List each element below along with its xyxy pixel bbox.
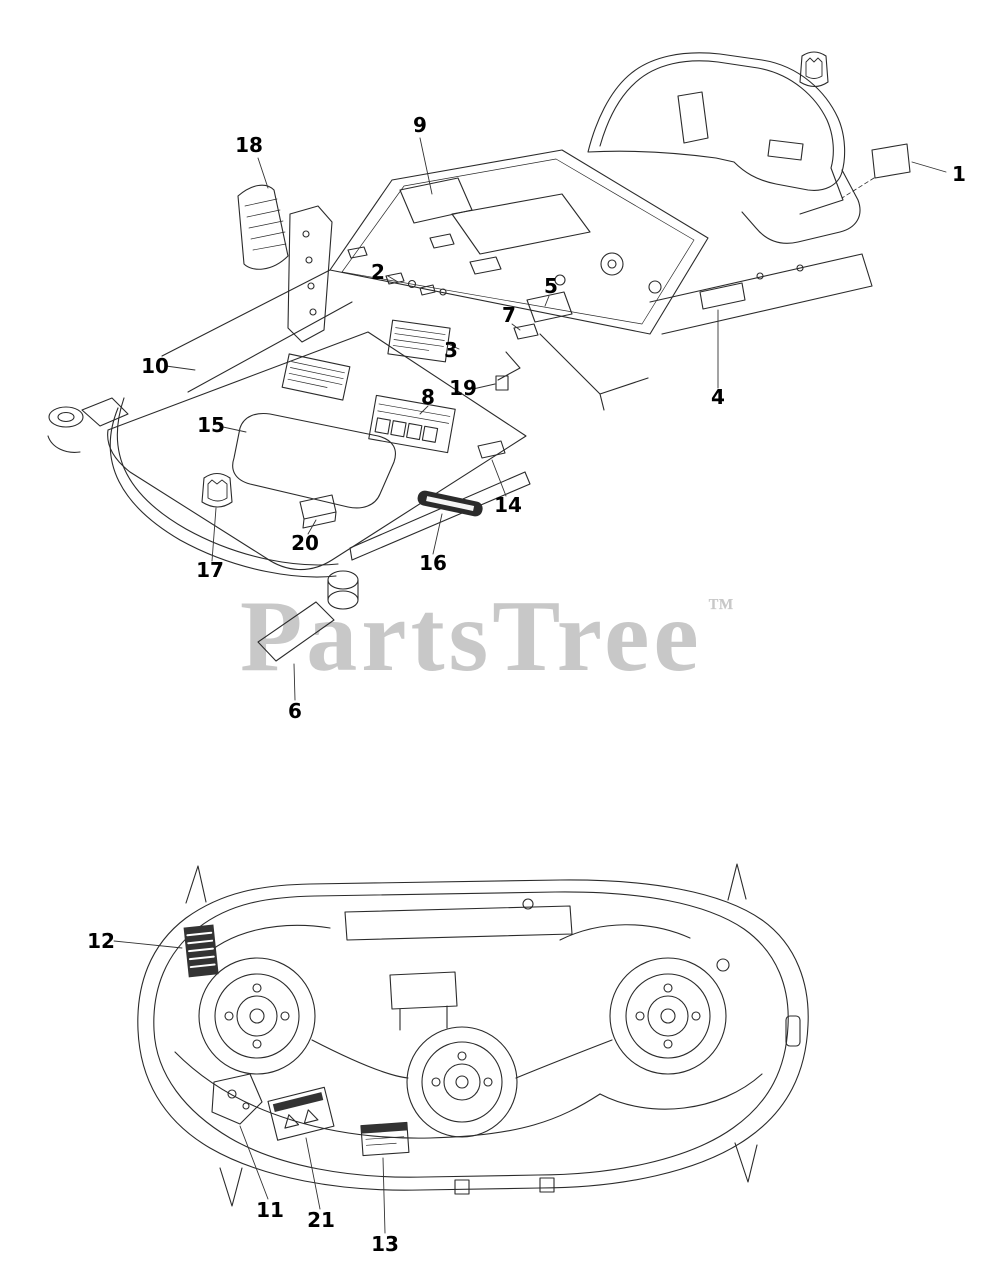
husqvarna-crown-front-icon xyxy=(201,472,233,508)
mower-deck-drawing xyxy=(137,863,809,1207)
callout-9: 9 xyxy=(413,113,427,137)
callout-12: 12 xyxy=(87,929,115,953)
decal-13 xyxy=(360,1121,410,1157)
callout-16: 16 xyxy=(419,551,447,575)
decal-6 xyxy=(257,601,335,662)
callout-2: 2 xyxy=(371,260,385,284)
callout-14: 14 xyxy=(494,493,522,517)
callout-3: 3 xyxy=(444,338,458,362)
footrest-opening xyxy=(232,412,396,509)
callout-17: 17 xyxy=(196,558,224,582)
callout-6: 6 xyxy=(288,699,302,723)
decal-7 xyxy=(513,323,539,340)
decal-1 xyxy=(871,143,911,179)
spindle-left xyxy=(198,957,316,1075)
decal-8 xyxy=(368,394,456,454)
callout-18: 18 xyxy=(235,133,263,157)
bracket-4 xyxy=(699,282,746,310)
decal-19 xyxy=(495,375,509,391)
callout-8: 8 xyxy=(421,385,435,409)
decal-14 xyxy=(477,440,506,459)
callout-10: 10 xyxy=(141,354,169,378)
spindle-center xyxy=(406,1026,518,1138)
decal-3 xyxy=(387,319,451,363)
husqvarna-crown-rear-icon xyxy=(799,51,829,88)
decal-9 xyxy=(399,177,473,224)
callout-11: 11 xyxy=(256,1198,284,1222)
callout-4: 4 xyxy=(711,385,725,409)
callout-5: 5 xyxy=(544,274,558,298)
decal-21 xyxy=(267,1086,335,1141)
bracket-20 xyxy=(299,494,337,520)
spindle-right xyxy=(609,957,727,1075)
decal-12 xyxy=(183,924,219,978)
decal-18 xyxy=(237,184,289,270)
callout-15: 15 xyxy=(197,413,225,437)
callout-13: 13 xyxy=(371,1232,399,1256)
decal-16 xyxy=(417,490,483,517)
callout-21: 21 xyxy=(307,1208,335,1232)
bracket-11 xyxy=(211,1073,263,1125)
trademark-symbol: ™ xyxy=(707,593,734,622)
decal-5 xyxy=(526,291,573,323)
callout-1: 1 xyxy=(952,162,966,186)
callout-20: 20 xyxy=(291,531,319,555)
chassis-frame-drawing xyxy=(47,51,911,662)
callout-7: 7 xyxy=(502,303,516,327)
callout-19: 19 xyxy=(449,376,477,400)
callout-leader-lines xyxy=(113,137,947,1234)
decal-left-strip xyxy=(281,353,351,401)
